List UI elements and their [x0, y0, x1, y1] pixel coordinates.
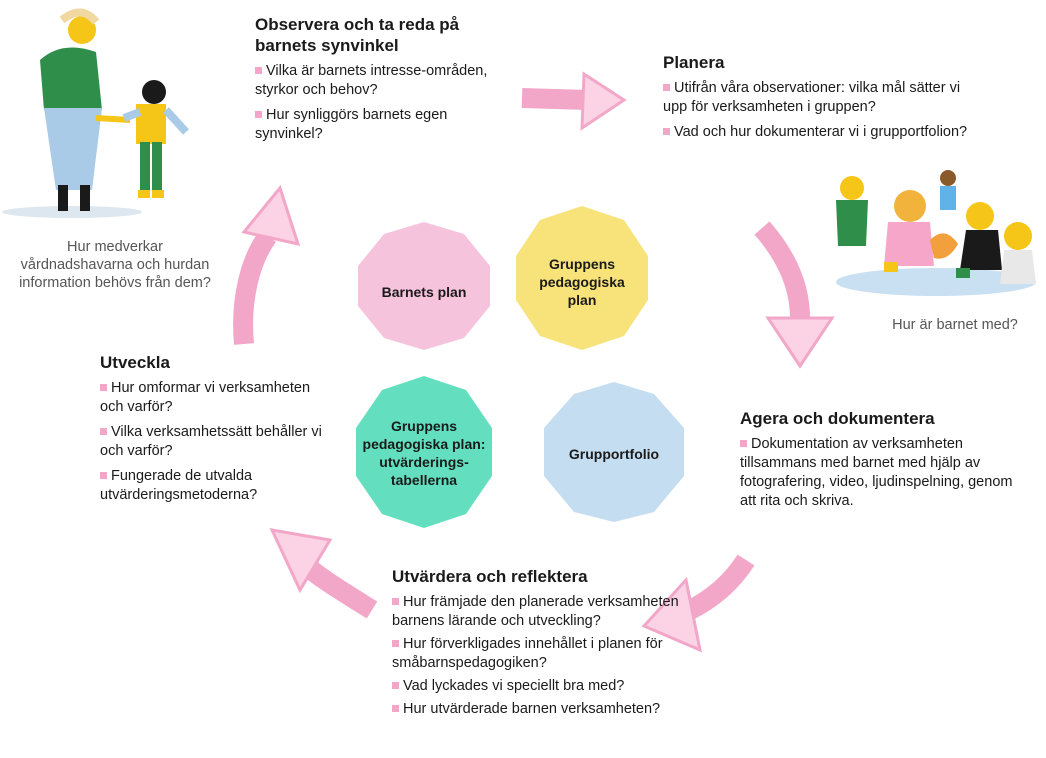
- circle-shape-utvardering: [356, 376, 492, 528]
- circle-shape-grupportfolio: [544, 382, 684, 522]
- circle-barnets-plan: Barnets plan: [364, 242, 484, 342]
- circle-label: Gruppens pedagogiska plan: utvärderings-…: [362, 418, 486, 488]
- section-heading: Observera och ta reda på barnets synvink…: [255, 15, 460, 55]
- arrow-left: [233, 184, 301, 345]
- section-act: Agera och dokumentera Dokumentation av v…: [740, 408, 1030, 517]
- circle-grupportfolio: Grupportfolio: [552, 404, 676, 504]
- circle-shape-barnets-plan: [358, 222, 490, 350]
- section-evaluate: Utvärdera och reflektera Hur främjade de…: [392, 566, 692, 719]
- section-heading: Utvärdera och reflektera: [392, 567, 588, 586]
- list-item: Vad lyckades vi speciellt bra med?: [392, 677, 692, 696]
- caption-guardians: Hur medverkar vårdnadshavarna och hurdan…: [19, 239, 211, 291]
- bullet-icon: [100, 472, 107, 479]
- bullet-icon: [255, 111, 262, 118]
- section-heading: Utveckla: [100, 353, 170, 372]
- list-item: Hur främjade den planerade verksamheten …: [392, 594, 679, 629]
- section-plan: Planera Utifrån våra observationer: vilk…: [663, 52, 973, 148]
- children-playing-illustration: [836, 170, 1036, 296]
- bullet-icon: [392, 682, 399, 689]
- list-item: Utifrån våra observationer: vilka mål sä…: [663, 80, 961, 115]
- list-item: Hur förverkligades innehållet i planen f…: [392, 636, 663, 671]
- bullet-icon: [392, 598, 399, 605]
- list-item: Hur omformar vi verksamheten och varför?: [100, 380, 311, 415]
- circle-label: Grupportfolio: [568, 446, 660, 462]
- list-item: Vilka är barnets intresse-områden, styrk…: [255, 63, 488, 98]
- list-item: Hur utvärderade barnen verksamheten?: [392, 700, 692, 719]
- caption-child: Hur är barnet med?: [892, 317, 1018, 333]
- bullet-icon: [100, 428, 107, 435]
- section-heading: Planera: [663, 53, 725, 72]
- section-observe: Observera och ta reda på barnets synvink…: [255, 14, 495, 150]
- circle-gruppens-plan: Gruppens pedagogiska plan: [524, 232, 640, 332]
- list-item: Hur synliggörs barnets egen synvinkel?: [255, 107, 448, 142]
- parent-child-illustration: [2, 8, 189, 218]
- arrow-right: [754, 221, 835, 369]
- arrow-bottom-left: [269, 528, 378, 619]
- bullet-icon: [663, 128, 670, 135]
- circle-shape-gruppens-plan: [516, 206, 648, 350]
- arrow-top: [521, 71, 627, 131]
- arrow-bottom-right: [641, 554, 755, 653]
- bullet-icon: [663, 84, 670, 91]
- circle-label: Gruppens pedagogiska plan: [539, 256, 625, 308]
- circle-utvardering: Gruppens pedagogiska plan: utvärderings-…: [362, 398, 486, 508]
- bullet-icon: [100, 384, 107, 391]
- list-item: Vilka verksamhetssätt behåller vi och va…: [100, 424, 322, 459]
- list-item: Vad och hur dokumenterar vi i grupportfo…: [663, 123, 973, 142]
- bullet-icon: [740, 440, 747, 447]
- circle-label: Barnets plan: [381, 284, 467, 300]
- list-item: Fungerade de utvalda utvärderingsmetoder…: [100, 468, 258, 503]
- section-develop: Utveckla Hur omformar vi verksamheten oc…: [100, 352, 330, 511]
- bullet-icon: [392, 705, 399, 712]
- bullet-icon: [255, 67, 262, 74]
- section-heading: Agera och dokumentera: [740, 409, 935, 428]
- bullet-icon: [392, 640, 399, 647]
- list-item: Dokumentation av verksamheten tillsamman…: [740, 436, 1013, 509]
